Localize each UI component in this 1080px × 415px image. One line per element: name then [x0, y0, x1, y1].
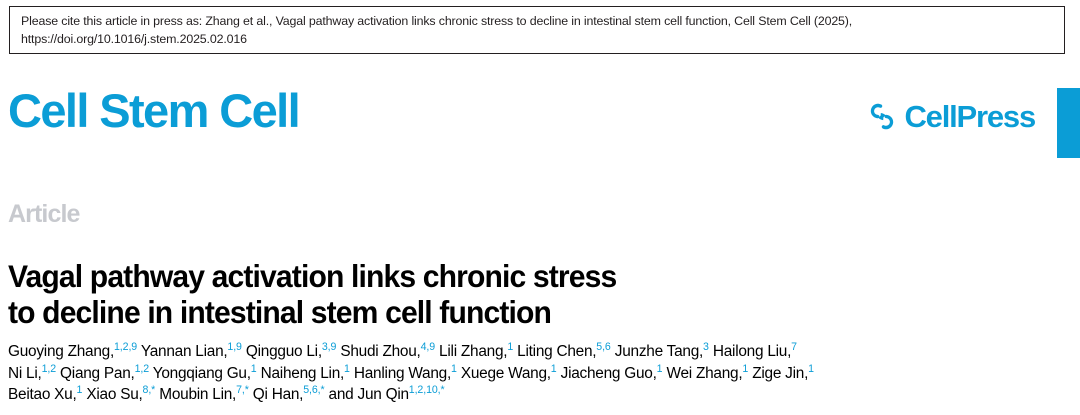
author-name: Moubin Lin, [159, 386, 237, 404]
author-affiliation-marker: 4,9 [420, 340, 436, 353]
author-name: Xiao Su, [86, 386, 143, 404]
title-line-1: Vagal pathway activation links chronic s… [8, 258, 617, 295]
author-affiliation-marker: 1,2 [134, 362, 150, 375]
author-affiliation-marker: 1 [344, 362, 350, 375]
cellpress-interlocking-mark-icon [871, 103, 894, 130]
author-affiliation-marker: 1 [742, 362, 749, 375]
author-affiliation-marker: 1,2,10,* [408, 384, 445, 397]
author-affiliation-marker: 8,* [142, 384, 156, 397]
author-affiliation-marker: 5,6 [596, 340, 611, 353]
author-name: Naiheng Lin, [260, 364, 345, 382]
author-line-1: Guoying Zhang,1,2,9 Yannan Lian,1,9 Qing… [8, 341, 1080, 363]
author-affiliation-marker: 1 [808, 362, 814, 375]
author-affiliation-marker: 3 [703, 340, 709, 353]
author-affiliation-marker: 1 [656, 362, 663, 375]
author-name: Wei Zhang, [666, 364, 743, 382]
author-affiliation-marker: 1 [451, 362, 457, 375]
author-name: Lili Zhang, [439, 343, 508, 360]
author-name: Beitao Xu, [8, 386, 77, 404]
author-list: Guoying Zhang,1,2,9 Yannan Lian,1,9 Qing… [8, 341, 1080, 406]
author-name: Qingguo Li, [245, 343, 322, 360]
author-name: Xuege Wang, [460, 364, 551, 382]
citation-notice-box: Please cite this article in press as: Zh… [9, 6, 1065, 54]
author-name: Zige Jin, [752, 364, 809, 382]
citation-notice-text: Please cite this article in press as: Zh… [21, 14, 853, 46]
author-name: Yongqiang Gu, [152, 364, 251, 382]
author-affiliation-marker: 1 [250, 362, 257, 375]
author-name: Qi Han, [252, 386, 304, 404]
author-name: Liting Chen, [517, 343, 597, 360]
author-affiliation-marker: 3,9 [321, 340, 337, 353]
author-name: and Jun Qin [328, 386, 410, 404]
author-line-2: Ni Li,1,2 Qiang Pan,1,2 Yongqiang Gu,1 N… [8, 363, 1080, 385]
journal-title: Cell Stem Cell [8, 84, 301, 137]
author-line-3: Beitao Xu,1 Xiao Su,8,* Moubin Lin,7,* Q… [8, 384, 1080, 406]
author-name: Shudi Zhou, [340, 343, 421, 360]
author-name: Jiacheng Guo, [560, 364, 657, 382]
author-name: Hailong Liu, [712, 343, 792, 360]
blue-edge-tab [1057, 88, 1080, 158]
author-affiliation-marker: 7,* [236, 384, 249, 397]
author-name: Ni Li, [8, 364, 42, 382]
author-affiliation-marker: 1 [507, 340, 514, 353]
author-name: Junzhe Tang, [614, 343, 704, 360]
article-type-kicker: Article [8, 200, 80, 228]
author-affiliation-marker: 1,2 [41, 362, 57, 375]
cellpress-wordmark: CellPress [904, 99, 1036, 134]
author-affiliation-marker: 1,9 [227, 340, 242, 353]
cellpress-logo[interactable]: CellPress [867, 99, 1036, 134]
author-name: Yannan Lian, [140, 343, 228, 360]
author-affiliation-marker: 1 [550, 362, 557, 375]
author-affiliation-marker: 1,2,9 [114, 340, 138, 353]
journal-masthead: Cell Stem Cell CellPress [0, 84, 1080, 160]
author-name: Qiang Pan, [60, 364, 135, 382]
author-affiliation-marker: 1 [76, 384, 83, 397]
author-name: Hanling Wang, [353, 364, 452, 382]
author-name: Guoying Zhang, [8, 343, 115, 360]
author-affiliation-marker: 7 [791, 340, 797, 353]
title-line-2: to decline in intestinal stem cell funct… [8, 293, 552, 330]
author-affiliation-marker: 5,6,* [303, 384, 325, 397]
page-title: Vagal pathway activation links chronic s… [8, 259, 963, 330]
